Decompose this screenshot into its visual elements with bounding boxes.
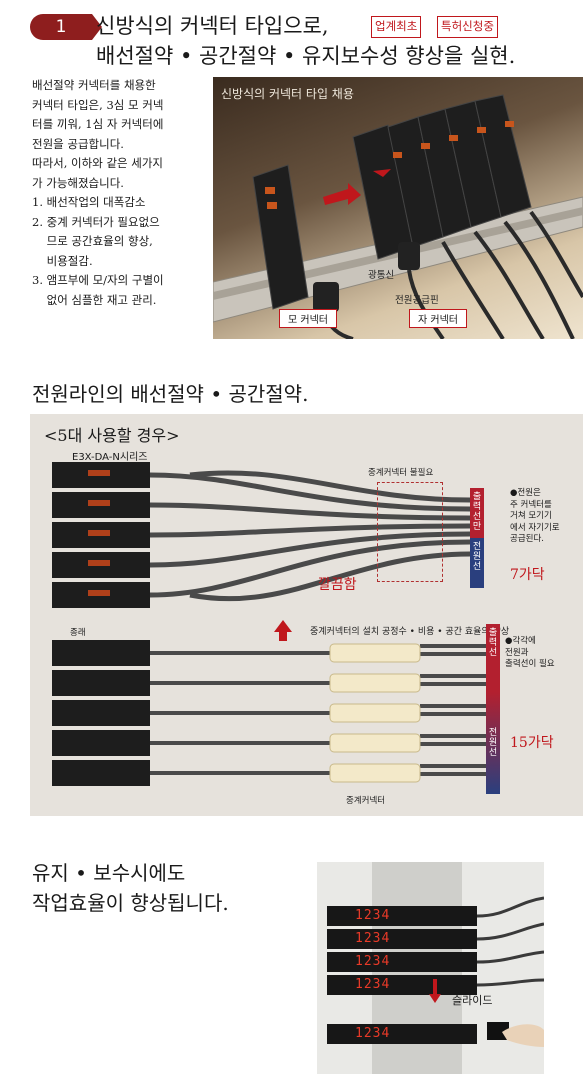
wiring-diagram xyxy=(52,462,486,786)
male-connector-label: 모 커넥터 xyxy=(279,309,337,328)
display-readout-4: 1234 xyxy=(355,977,391,992)
section1-header: 1 신방식의 커넥터 타입으로, 업계최초 특허신청중 배선절약 • 공간절약 … xyxy=(30,8,580,68)
body-line: 전원을 공급합니다. xyxy=(32,136,124,151)
connector-product-photo: 신방식의 커넥터 타입 채용 광통신 전원공급핀 모 커넥터 자 커넥터 xyxy=(213,77,583,339)
output-power-wire-tag: 출력선 전원선 xyxy=(486,624,500,794)
section1-body: 배선절약 커넥터를 채용한 커넥터 타입은, 3심 모 커넥 터를 끼워, 1심… xyxy=(32,76,212,310)
connector-illustration xyxy=(213,94,583,339)
wire-count-old: 15가닥 xyxy=(510,735,554,751)
body-line: 커넥터 타입은, 3심 모 커넥 xyxy=(32,97,164,112)
relay-connectors xyxy=(329,643,421,783)
series-label: E3X-DA-N시리즈 xyxy=(72,452,148,463)
body-line: 배선절약 커넥터를 채용한 xyxy=(32,78,156,92)
conventional-amplifier-stack xyxy=(52,640,150,786)
body-line: 1. 배선작업의 대폭감소 xyxy=(32,195,146,209)
output-only-wire-tag: 출력선만 xyxy=(470,488,484,538)
display-readout-5: 1234 xyxy=(355,1026,391,1041)
section3-title-line1: 유지 • 보수시에도 xyxy=(32,861,186,885)
tag-industry-first: 업계최초 xyxy=(371,16,422,38)
display-readout-1: 1234 xyxy=(355,908,391,923)
body-line: 따라서, 이하와 같은 세가지 xyxy=(32,156,164,170)
clean-label: 깔끔함 xyxy=(318,577,357,593)
conventional-label: 종래 xyxy=(70,628,86,638)
new-cables xyxy=(149,470,471,602)
body-line: 3. 앰프부에 모/자의 구별이 xyxy=(32,273,164,287)
section3-title: 유지 • 보수시에도 작업효율이 향상됩니다. xyxy=(32,858,229,918)
body-line: 가 가능해졌습니다. xyxy=(32,175,124,190)
slide-illustration xyxy=(327,862,544,1074)
relay-not-needed-label: 중계커넥터 불필요 xyxy=(368,468,434,478)
improvement-label: 중계커넥터의 설치 공정수 • 비용 • 공간 효율의 향상 xyxy=(310,627,510,637)
body-line: 2. 중계 커넥터가 필요없으 xyxy=(32,214,160,229)
female-connector-label: 자 커넥터 xyxy=(409,309,467,328)
section1-title-line1: 신방식의 커넥터 타입으로, xyxy=(96,14,329,38)
relay-not-needed-area xyxy=(377,482,443,582)
body-line: 터를 끼워, 1심 자 커넥터에 xyxy=(32,117,164,131)
down-arrow-icon xyxy=(429,979,441,1003)
section-number-badge: 1 xyxy=(30,14,102,40)
power-wire-label: 전원선 xyxy=(488,728,498,758)
maintenance-photo: 1234 1234 1234 1234 1234 슬라이드 xyxy=(317,862,544,1074)
power-wire-tag: 전원선 xyxy=(470,538,484,588)
body-line: 없어 심플한 재고 관리. xyxy=(32,292,157,307)
wiring-comparison-panel: <5대 사용할 경우> E3X-DA-N시리즈 xyxy=(30,414,583,816)
section3-title-line2: 작업효율이 향상됩니다. xyxy=(32,891,229,915)
callout-power-pin: 전원공급핀 xyxy=(395,295,439,306)
section1-title-line2: 배선절약 • 공간절약 • 유지보수성 향상을 실현. xyxy=(96,44,516,68)
wire-count-new: 7가닥 xyxy=(510,567,545,583)
up-arrow-icon xyxy=(274,620,292,641)
callout-optical: 광통신 xyxy=(368,270,395,281)
tag-patent-pending: 특허신청중 xyxy=(437,16,498,38)
note-top: ●전원은 주 커넥터를 거쳐 모기기 에서 자기기로 공급된다. xyxy=(510,488,560,544)
section2-title: 전원라인의 배선절약 • 공간절약. xyxy=(32,382,309,406)
output-wire-label: 출력선 xyxy=(488,628,498,658)
body-line: 므로 공간효율의 향상, xyxy=(32,234,153,248)
photo-caption: 신방식의 커넥터 타입 채용 xyxy=(221,87,354,101)
display-readout-2: 1234 xyxy=(355,931,391,946)
case-label: <5대 사용할 경우> xyxy=(44,426,180,445)
conventional-cables xyxy=(150,644,486,776)
body-line: 비용절감. xyxy=(32,253,93,268)
display-readout-3: 1234 xyxy=(355,954,391,969)
relay-connector-label: 중계커넥터 xyxy=(346,796,386,806)
slide-label: 슬라이드 xyxy=(452,994,493,1007)
note-bottom: ●각각에 전원과 출력선이 필요 xyxy=(505,636,555,669)
new-amplifier-stack xyxy=(52,462,150,608)
